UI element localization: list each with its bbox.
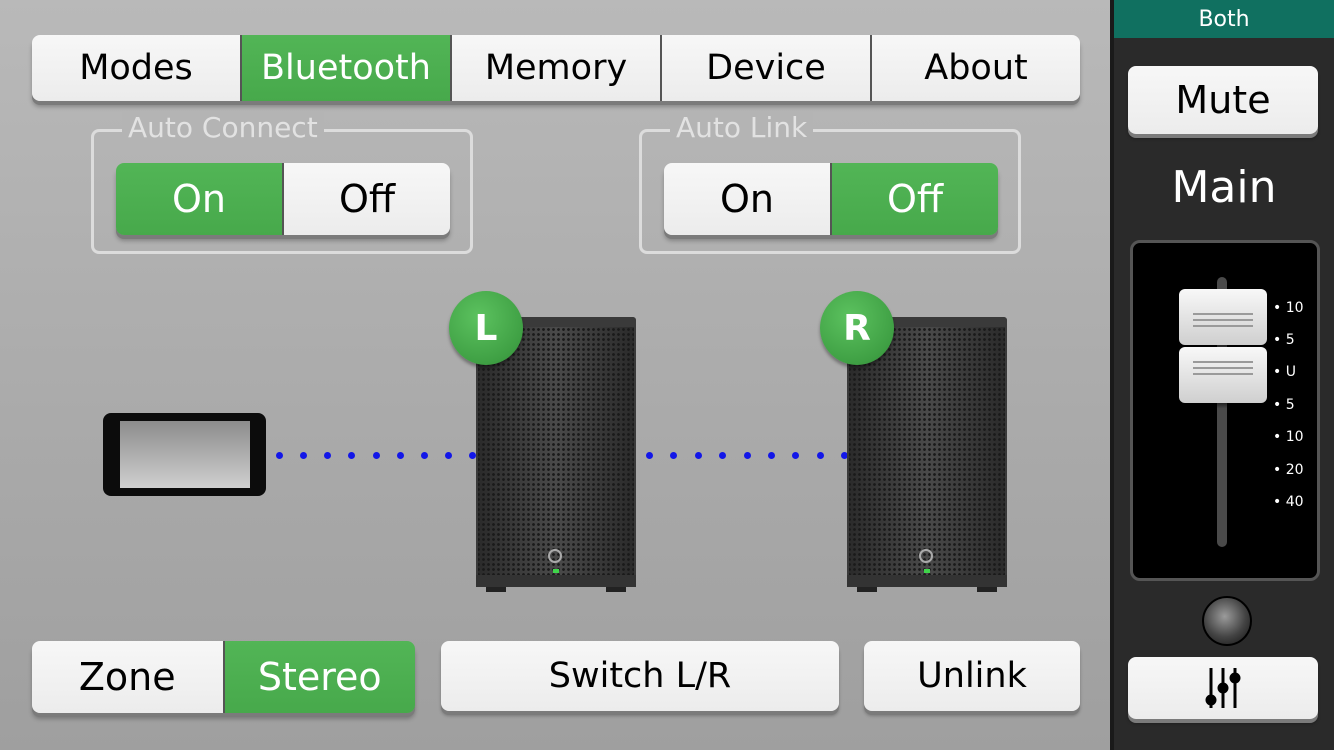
- power-led: [553, 569, 559, 573]
- fader-scale-5: • 5: [1273, 332, 1295, 348]
- stereo-button[interactable]: Stereo: [222, 641, 415, 713]
- fader-scale-minus40: • 40: [1273, 494, 1304, 510]
- bluetooth-view: Modes Bluetooth Memory Device About Auto…: [32, 35, 1080, 713]
- phone-device-icon: [103, 413, 266, 496]
- zone-stereo-toggle: Zone Stereo: [32, 641, 415, 713]
- mackie-logo-icon: [548, 549, 562, 563]
- tab-memory[interactable]: Memory: [452, 35, 662, 101]
- auto-link-group: Auto Link On Off: [639, 112, 1021, 254]
- fader-scale-10: • 10: [1273, 300, 1304, 316]
- mixer-sliders-icon: [1205, 668, 1241, 708]
- auto-link-label: Auto Link: [670, 112, 814, 144]
- auto-link-off-button[interactable]: Off: [830, 163, 998, 235]
- zone-button[interactable]: Zone: [32, 641, 223, 713]
- auto-connect-off-button[interactable]: Off: [282, 163, 450, 235]
- tab-bluetooth[interactable]: Bluetooth: [242, 35, 452, 101]
- main-fader[interactable]: • 10 • 5 • U • 5 • 10 • 20 • 40: [1130, 240, 1320, 581]
- mute-button[interactable]: Mute: [1128, 66, 1318, 134]
- auto-connect-label: Auto Connect: [122, 112, 324, 144]
- right-channel-badge: R: [820, 291, 894, 365]
- auto-connect-group: Auto Connect On Off: [91, 112, 473, 254]
- speaker-left[interactable]: [476, 317, 636, 592]
- auto-link-toggle: On Off: [664, 163, 998, 235]
- mackie-logo-icon: [919, 549, 933, 563]
- phone-screen: [120, 421, 250, 488]
- output-both-label[interactable]: Both: [1114, 0, 1334, 38]
- tab-device[interactable]: Device: [662, 35, 872, 101]
- auto-link-on-button[interactable]: On: [664, 163, 830, 235]
- unlink-button[interactable]: Unlink: [864, 641, 1080, 711]
- fader-track: [1217, 277, 1227, 547]
- power-led: [924, 569, 930, 573]
- main-label: Main: [1171, 162, 1277, 213]
- auto-connect-toggle: On Off: [116, 163, 450, 235]
- tab-modes[interactable]: Modes: [32, 35, 242, 101]
- mixer-button[interactable]: [1128, 657, 1318, 719]
- connection-dots-left: [276, 452, 476, 462]
- fader-cap-upper[interactable]: [1179, 289, 1267, 345]
- tab-about[interactable]: About: [872, 35, 1080, 101]
- fader-scale-minus5: • 5: [1273, 397, 1295, 413]
- switch-lr-button[interactable]: Switch L/R: [441, 641, 839, 711]
- tab-bar: Modes Bluetooth Memory Device About: [32, 35, 1080, 101]
- fader-scale-minus20: • 20: [1273, 462, 1304, 478]
- fader-cap-lower[interactable]: [1179, 347, 1267, 403]
- fader-scale-minus10: • 10: [1273, 429, 1304, 445]
- fader-scale-u: • U: [1273, 364, 1296, 380]
- master-panel: Both Mute Main • 10 • 5 • U • 5 • 10 • 2…: [1110, 0, 1334, 750]
- speaker-right[interactable]: [847, 317, 1007, 592]
- connection-dots-right: [646, 452, 848, 462]
- auto-connect-on-button[interactable]: On: [116, 163, 282, 235]
- level-knob[interactable]: [1202, 596, 1252, 646]
- left-channel-badge: L: [449, 291, 523, 365]
